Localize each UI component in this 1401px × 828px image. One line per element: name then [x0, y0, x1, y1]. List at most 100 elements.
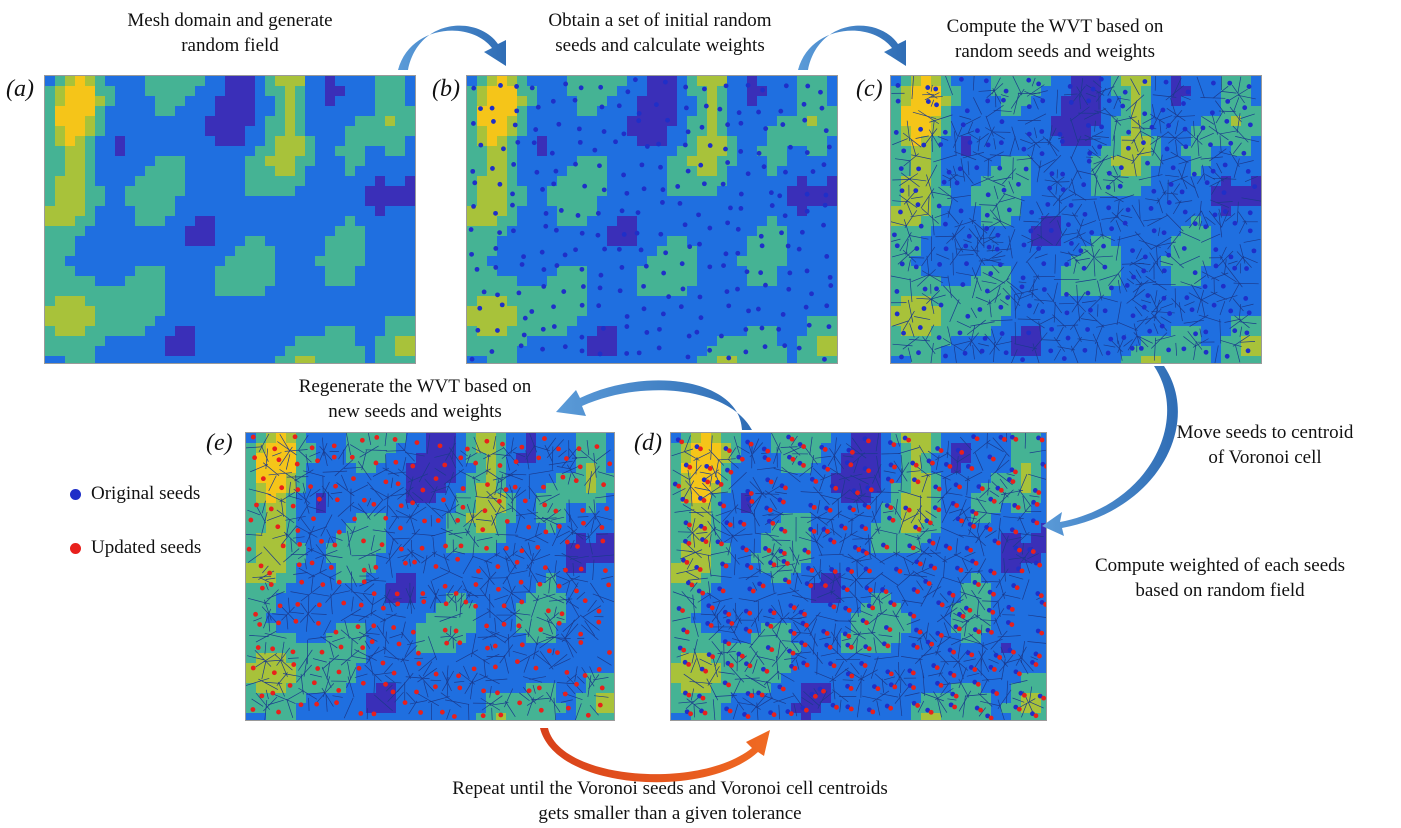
original-seed — [471, 85, 477, 91]
original-seed — [1211, 80, 1216, 86]
updated-seed — [771, 562, 777, 568]
updated-seed — [555, 650, 560, 656]
updated-seed — [437, 443, 443, 449]
updated-seed — [271, 670, 277, 676]
updated-seed — [334, 700, 339, 706]
updated-seed — [789, 436, 795, 442]
panel-label-a: (a) — [6, 76, 34, 102]
updated-seed — [688, 711, 694, 717]
original-seed — [681, 627, 687, 633]
updated-seed — [947, 464, 953, 469]
original-seed — [1181, 101, 1186, 106]
original-seed — [1036, 81, 1042, 87]
original-seed — [883, 625, 889, 630]
original-seed — [903, 505, 909, 511]
original-seed — [624, 324, 630, 329]
original-seed — [801, 660, 807, 666]
original-seed — [578, 85, 584, 91]
original-seed — [763, 546, 768, 551]
updated-seed — [802, 642, 808, 648]
original-seed — [1007, 477, 1012, 482]
updated-seed — [930, 540, 936, 546]
original-seed — [986, 244, 992, 250]
updated-seed — [442, 583, 448, 589]
original-seed — [632, 77, 638, 83]
updated-seed — [398, 503, 404, 509]
updated-seed — [519, 642, 525, 648]
updated-seed — [433, 684, 438, 690]
updated-seed — [519, 444, 525, 450]
original-seed — [921, 306, 927, 311]
original-seed — [979, 348, 985, 354]
updated-seed — [526, 688, 532, 694]
original-seed — [1020, 357, 1025, 363]
original-seed — [821, 526, 827, 532]
updated-seed — [419, 545, 425, 551]
original-seed — [1085, 290, 1091, 296]
original-seed — [888, 682, 894, 688]
original-seed — [558, 208, 564, 213]
updated-seed — [578, 631, 584, 637]
updated-seed — [938, 448, 944, 453]
original-seed — [845, 671, 851, 677]
updated-seed — [455, 517, 461, 523]
original-seed — [743, 626, 749, 632]
updated-seed — [1009, 606, 1015, 612]
original-seed — [829, 567, 835, 572]
original-seed — [639, 162, 645, 168]
updated-seed — [457, 640, 463, 646]
original-seed — [797, 460, 803, 466]
updated-seed — [604, 506, 610, 511]
updated-seed — [739, 456, 745, 462]
original-seed — [764, 505, 770, 511]
updated-seed — [726, 611, 732, 617]
original-seed — [676, 606, 682, 611]
updated-seed — [311, 680, 317, 686]
original-seed — [540, 326, 546, 332]
original-seed — [706, 603, 712, 609]
original-seed — [694, 329, 700, 335]
updated-seed — [786, 579, 792, 585]
original-seed — [529, 309, 535, 314]
original-seed — [777, 684, 783, 690]
updated-seed — [765, 448, 771, 454]
original-seed — [768, 560, 773, 566]
updated-seed — [596, 667, 602, 672]
note-compute-weights: Compute weighted of each seeds based on … — [1094, 555, 1346, 601]
original-seed — [698, 523, 704, 529]
original-seed — [1245, 168, 1251, 174]
updated-seed — [291, 662, 297, 667]
updated-seed — [868, 487, 874, 493]
original-seed — [719, 333, 724, 339]
updated-seed — [352, 516, 357, 522]
original-seed — [535, 104, 541, 110]
updated-seed — [825, 466, 831, 472]
updated-seed — [496, 498, 502, 504]
original-seed — [1232, 265, 1238, 271]
updated-seed — [681, 647, 687, 653]
updated-seed — [480, 527, 486, 533]
updated-seed — [562, 691, 568, 697]
original-seed — [1060, 187, 1066, 192]
updated-seed — [476, 568, 481, 574]
updated-seed — [801, 444, 807, 449]
updated-seed — [960, 613, 966, 619]
original-seed — [1181, 246, 1187, 251]
original-seed — [895, 83, 901, 88]
updated-seed — [866, 468, 872, 474]
original-seed — [529, 85, 535, 91]
updated-seed — [897, 568, 903, 574]
original-seed — [1211, 302, 1217, 308]
original-seed — [950, 691, 956, 697]
updated-seed — [296, 562, 302, 568]
original-seed — [573, 247, 578, 253]
updated-seed — [867, 587, 873, 593]
updated-seed — [492, 664, 498, 670]
original-seed — [576, 126, 582, 132]
updated-seed — [457, 685, 463, 691]
original-seed — [1227, 80, 1233, 86]
updated-seed — [268, 506, 274, 512]
original-seed — [516, 290, 522, 296]
original-seed — [621, 232, 627, 237]
updated-seed — [308, 484, 313, 490]
